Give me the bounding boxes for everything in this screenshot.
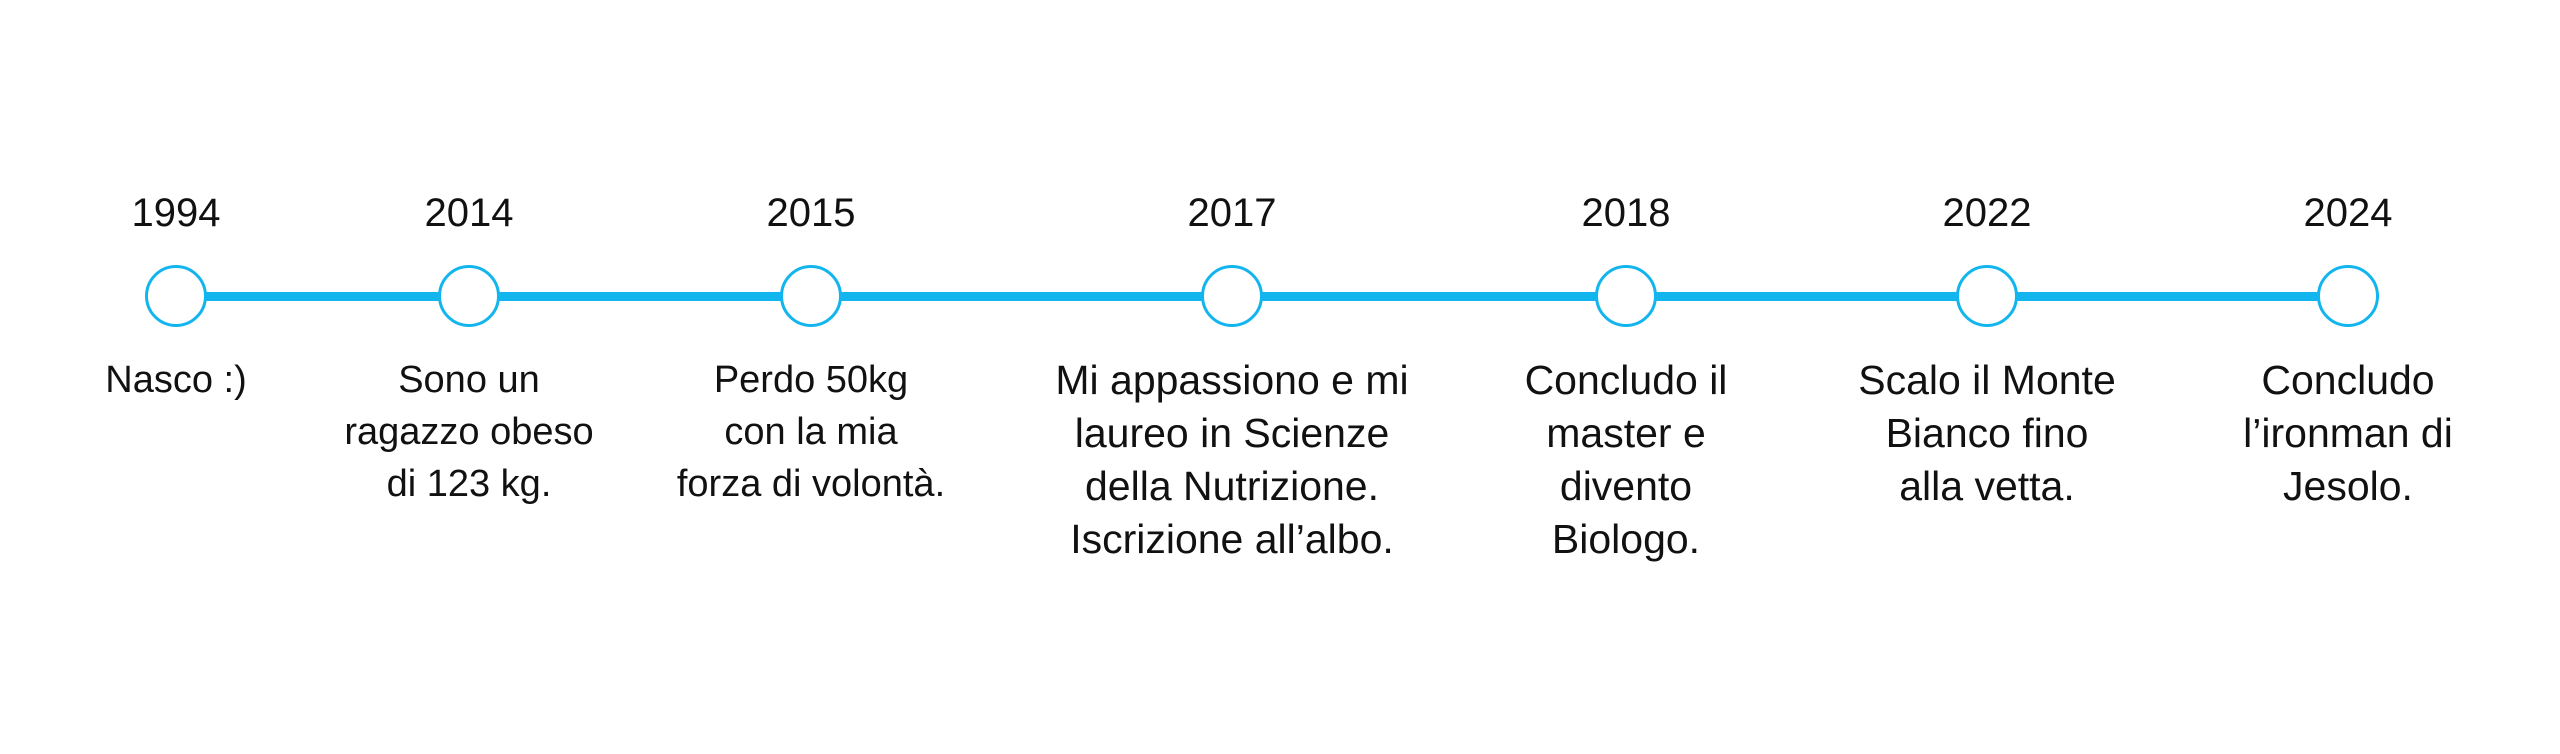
milestone-year: 2018 [1581, 191, 1671, 235]
description-line: della Nutrizione. [1085, 463, 1379, 509]
milestone-year: 2017 [1187, 191, 1277, 235]
milestone-description: Nasco :) [0, 354, 426, 406]
milestone-node [780, 265, 842, 327]
description-line: Nasco :) [105, 359, 247, 401]
description-line: Mi appassiono e mi [1055, 357, 1409, 403]
description-line: Scalo il Monte [1858, 357, 2116, 403]
description-line: Biologo. [1551, 516, 1701, 562]
description-line: Sono un [398, 359, 540, 401]
milestone-description: Scalo il Monte Bianco fino alla vetta. [1737, 354, 2237, 513]
milestone-year: 2024 [2303, 191, 2393, 235]
description-line: forza di volontà. [676, 463, 946, 505]
description-line: Jesolo. [2283, 463, 2413, 509]
description-line: di 123 kg. [386, 463, 552, 505]
milestone-description: Sono un ragazzo obeso di 123 kg. [219, 354, 719, 510]
description-line: con la mia [724, 411, 898, 453]
milestone-description: Concludo il master e divento Biologo. [1376, 354, 1876, 566]
description-line: Concludo [2261, 357, 2435, 403]
milestone-node [1201, 265, 1263, 327]
milestone-year: 2015 [766, 191, 856, 235]
milestone-year: 1994 [131, 191, 221, 235]
description-line: alla vetta. [1899, 463, 2075, 509]
milestone-node [2317, 265, 2379, 327]
description-line: Perdo 50kg [713, 359, 909, 401]
description-line: l’ironman di [2243, 410, 2453, 456]
description-line: ragazzo obeso [344, 411, 594, 453]
milestone-description: Perdo 50kg con la mia forza di volontà. [561, 354, 1061, 510]
description-line: divento [1559, 463, 1693, 509]
description-line: Bianco fino [1885, 410, 2089, 456]
milestone-year: 2022 [1942, 191, 2032, 235]
milestone-node [1956, 265, 2018, 327]
milestone-node [438, 265, 500, 327]
milestone-node [1595, 265, 1657, 327]
description-line: Concludo il [1524, 357, 1728, 403]
description-line: master e [1546, 410, 1706, 456]
milestone-description: Mi appassiono e mi laureo in Scienze del… [982, 354, 1482, 566]
milestone-description: Concludo l’ironman di Jesolo. [2098, 354, 2560, 513]
milestone-node [145, 265, 207, 327]
milestone-year: 2014 [424, 191, 514, 235]
description-line: laureo in Scienze [1074, 410, 1390, 456]
description-line: Iscrizione all’albo. [1070, 516, 1394, 562]
